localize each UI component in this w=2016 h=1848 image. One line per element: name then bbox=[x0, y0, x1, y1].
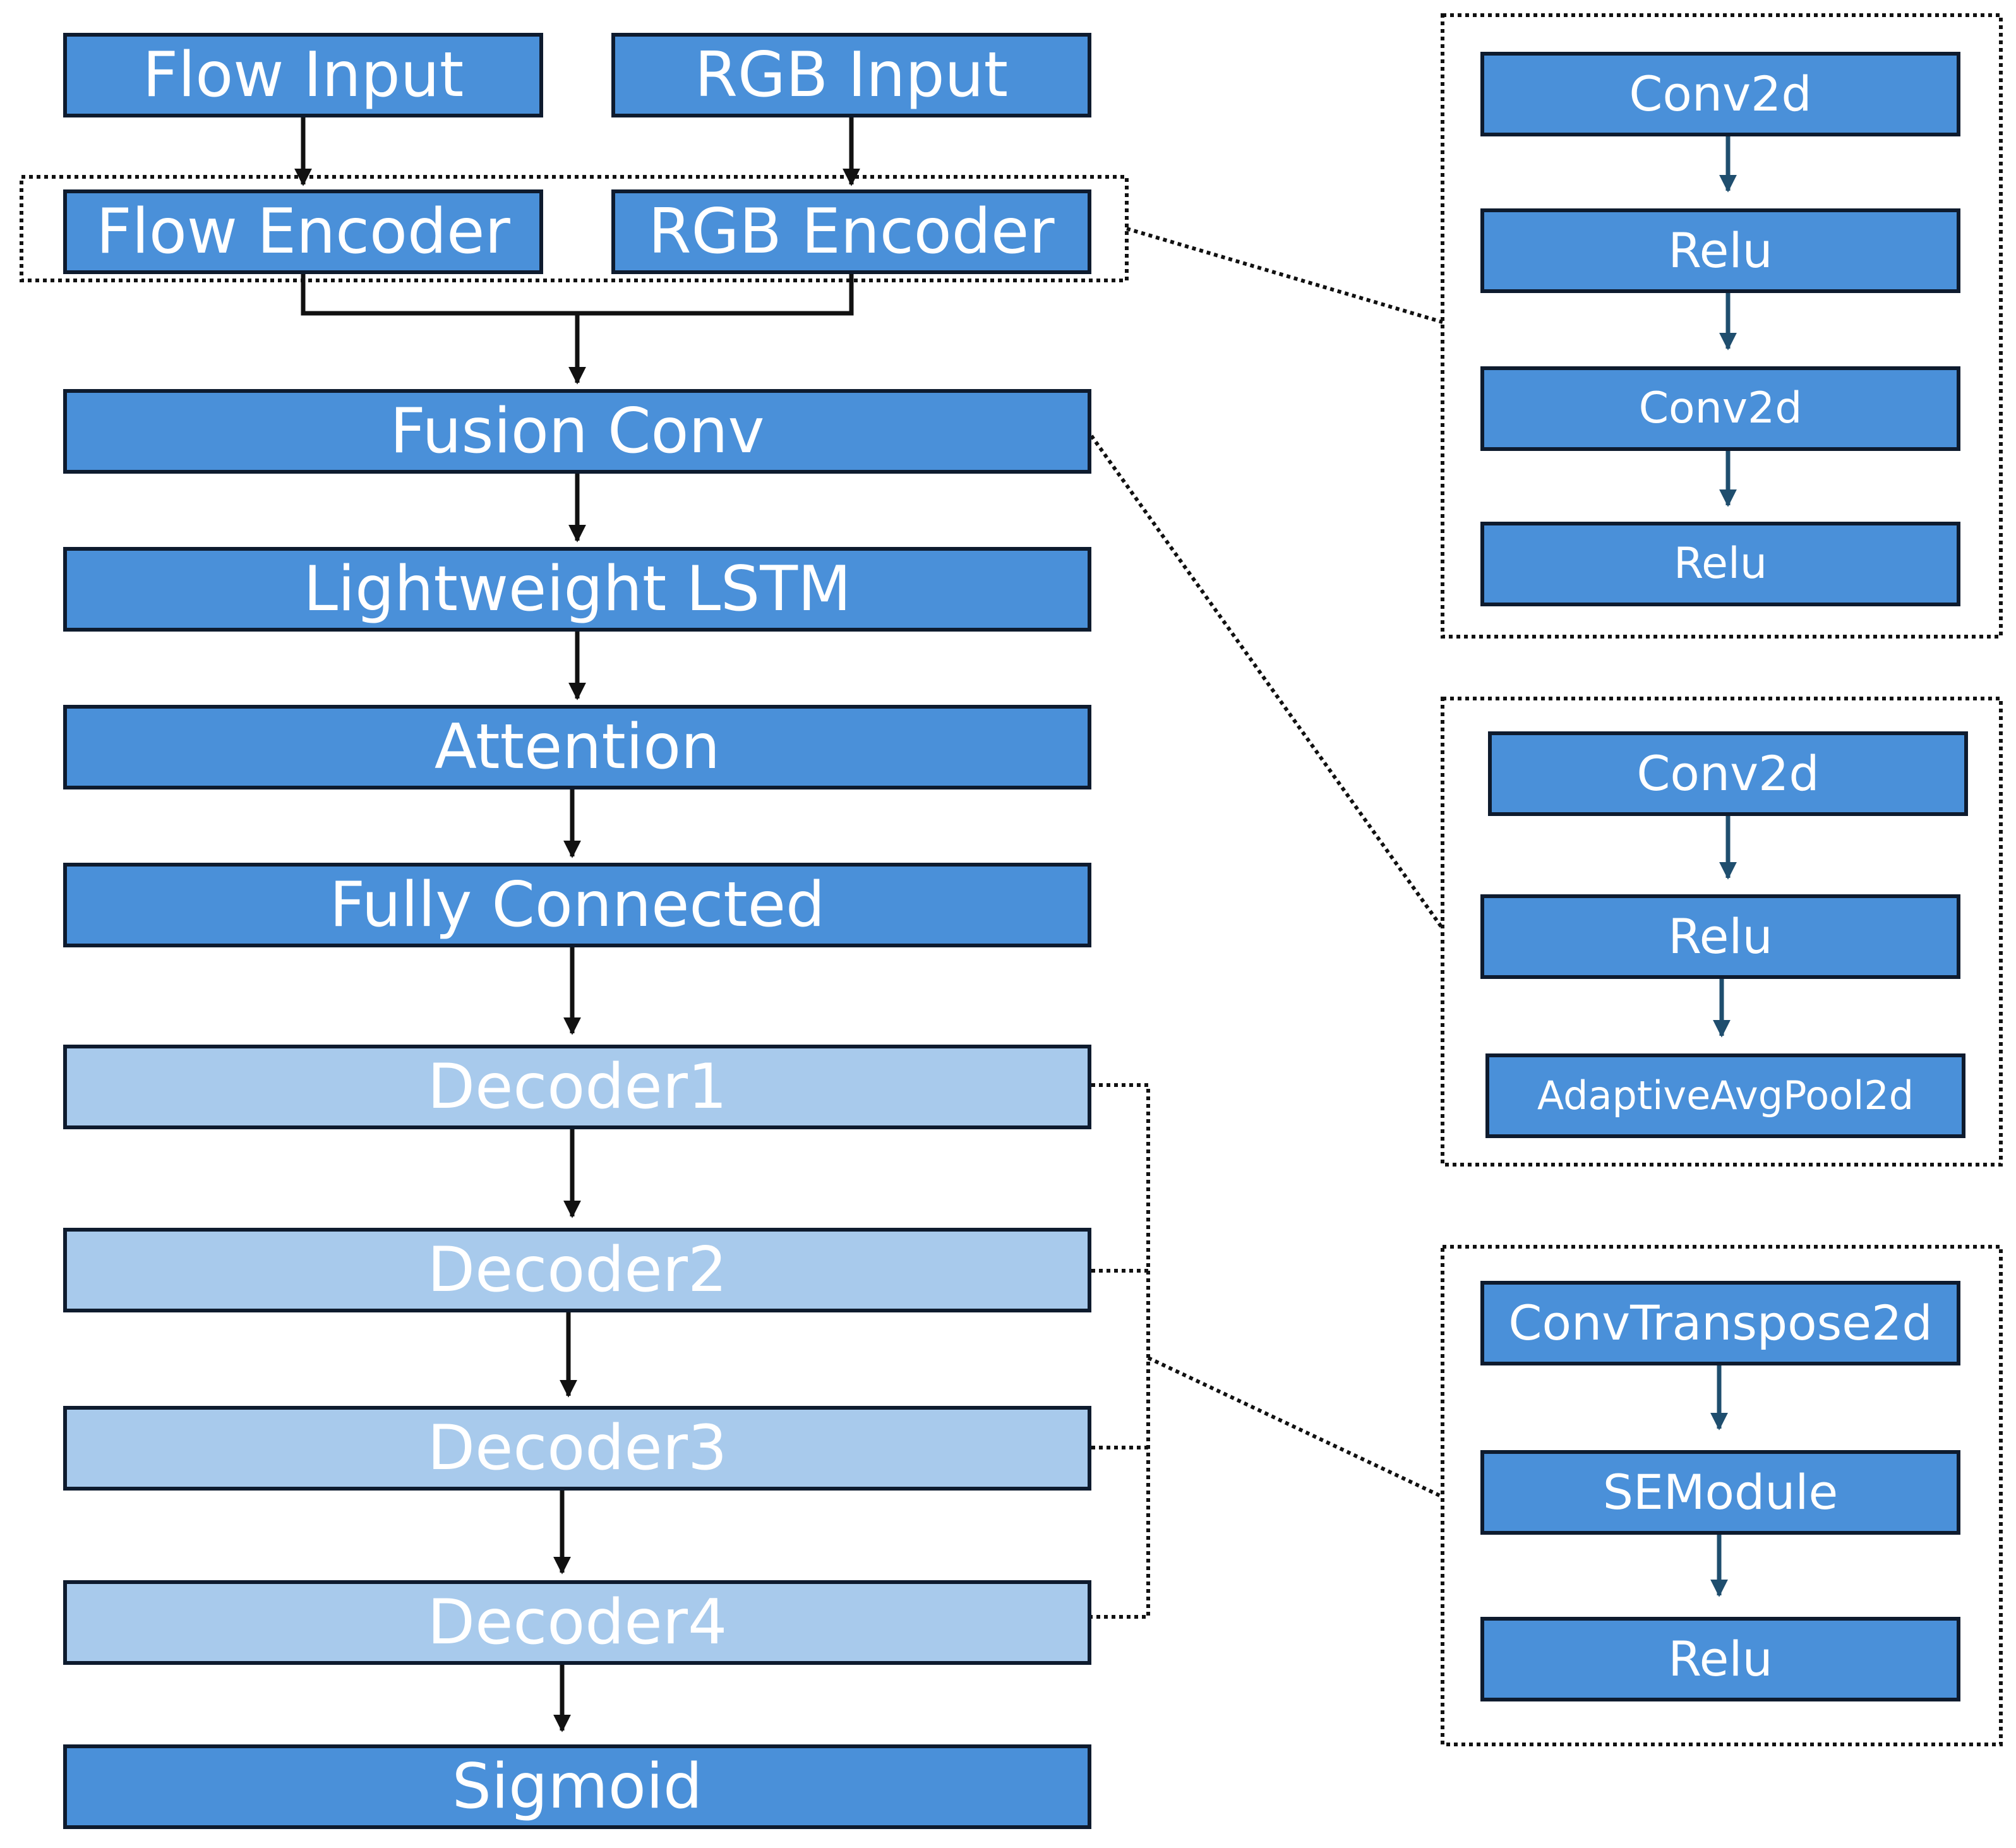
fusion-detail-relu: Relu bbox=[1480, 894, 1960, 979]
attention-block: Attention bbox=[63, 705, 1091, 789]
sigmoid-block: Sigmoid bbox=[63, 1744, 1091, 1829]
flow-encoder-block: Flow Encoder bbox=[63, 189, 543, 274]
fusion-detail-panel-outline bbox=[1441, 697, 2003, 1167]
lightweight-lstm-block: Lightweight LSTM bbox=[63, 547, 1091, 632]
fusion-detail-adaptiveavgpool2d: AdaptiveAvgPool2d bbox=[1485, 1053, 1965, 1138]
encoder-detail-conv2d-2: Conv2d bbox=[1480, 366, 1960, 451]
encoder-detail-conv2d-1: Conv2d bbox=[1480, 52, 1960, 136]
rgb-input-block: RGB Input bbox=[611, 33, 1091, 117]
decoder-callout-line bbox=[1147, 1356, 1444, 1499]
decoder1-block: Decoder1 bbox=[63, 1045, 1091, 1129]
decoder-detail-convtranspose2d: ConvTranspose2d bbox=[1480, 1281, 1960, 1365]
decoder4-block: Decoder4 bbox=[63, 1580, 1091, 1665]
encoder-group-outline bbox=[20, 175, 1129, 282]
decoder3-block: Decoder3 bbox=[63, 1406, 1091, 1491]
flow-input-block: Flow Input bbox=[63, 33, 543, 117]
encoder-detail-panel-outline bbox=[1441, 13, 2003, 639]
encoder-callout-line bbox=[1126, 227, 1443, 324]
encoder-detail-relu-1: Relu bbox=[1480, 208, 1960, 293]
fully-connected-block: Fully Connected bbox=[63, 863, 1091, 947]
fusion-callout-line bbox=[1089, 435, 1444, 930]
decoder-bracket bbox=[1091, 1083, 1150, 1619]
fusion-detail-conv2d: Conv2d bbox=[1488, 731, 1968, 816]
decoder2-block: Decoder2 bbox=[63, 1228, 1091, 1312]
fusion-conv-block: Fusion Conv bbox=[63, 389, 1091, 474]
rgb-encoder-block: RGB Encoder bbox=[611, 189, 1091, 274]
decoder-detail-relu: Relu bbox=[1480, 1617, 1960, 1701]
decoder-detail-panel-outline bbox=[1441, 1245, 2003, 1746]
encoder-detail-relu-2: Relu bbox=[1480, 522, 1960, 606]
decoder-detail-semodule: SEModule bbox=[1480, 1450, 1960, 1535]
